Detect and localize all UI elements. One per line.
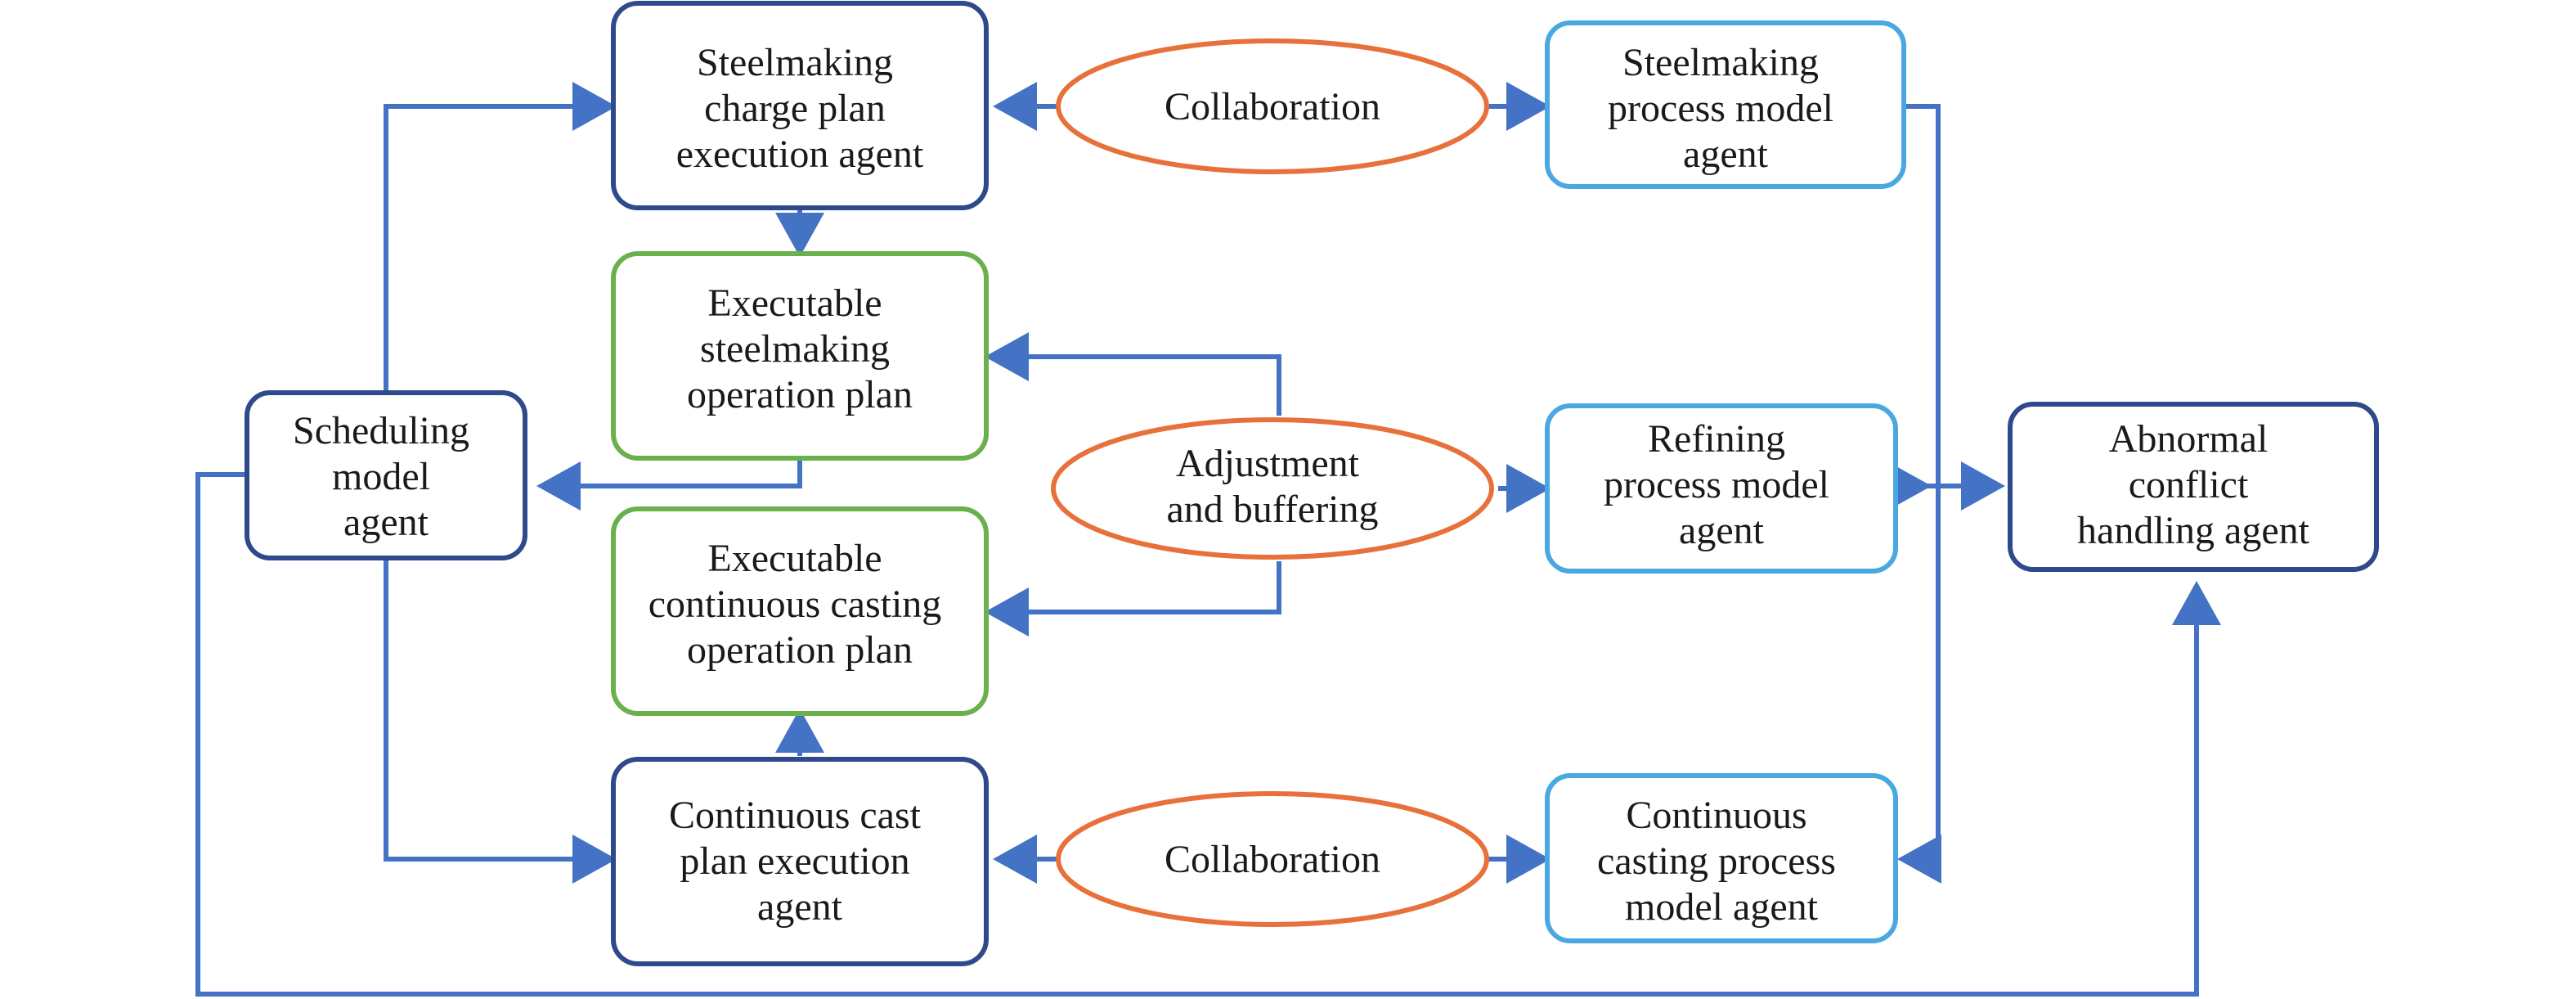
svg-text:Abnormal conflict: Abnormal conflict handling agent [2077, 417, 2310, 552]
node-label-line: conflict [2129, 463, 2249, 506]
node-label-line: casting process [1597, 839, 1836, 883]
svg-text:Refining process model: Refining process model agent [1604, 417, 1839, 552]
node-label-line: Continuous cast [669, 794, 922, 837]
node-collaboration-top: Collaboration [1056, 38, 1489, 174]
node-label-line: Refining [1648, 417, 1785, 461]
node-steelmaking-process-model-agent: Steelmaking process model agent [1545, 20, 1906, 189]
node-label-line: Collaboration [1165, 85, 1380, 128]
svg-text:Executable continuous: Executable continuous casting operation … [648, 537, 952, 672]
svg-text:Collaboration: Collaboration [1165, 838, 1380, 881]
svg-text:Executable steelmaking: Executable steelmaking operation plan [687, 281, 913, 416]
node-executable-continuous-casting-operation-plan: Executable continuous casting operation … [611, 506, 989, 716]
node-label-line: agent [1683, 133, 1769, 176]
svg-text:Adjustment and bufferi: Adjustment and buffering [1166, 442, 1378, 531]
svg-text:Continuous casting pro: Continuous casting process model agent [1597, 794, 1846, 929]
node-label-line: and buffering [1166, 488, 1378, 531]
node-label-line: Executable [707, 537, 882, 580]
arrow-scheduling-to-abnormal [195, 472, 2221, 997]
svg-text:Steelmaking charge pla: Steelmaking charge plan execution agent [676, 41, 924, 176]
connectors [195, 82, 2221, 997]
arrow-adjust-to-casting-op [985, 561, 1281, 637]
arrow-scheduling-to-cast-plan [384, 560, 617, 884]
svg-text:Collaboration: Collaboration [1165, 85, 1380, 128]
node-label-line: steelmaking [700, 327, 890, 371]
node-label-line: process model [1608, 87, 1833, 130]
node-label-line: charge plan [704, 87, 886, 130]
node-label-line: agent [757, 885, 843, 929]
arrow-op-plans-to-scheduling [536, 460, 802, 511]
node-label-line: Steelmaking [697, 41, 893, 84]
node-label-line: plan execution [680, 839, 909, 883]
node-label-line: continuous casting [648, 583, 942, 626]
node-refining-process-model-agent: Refining process model agent [1545, 403, 1898, 574]
node-label-line: agent [343, 501, 429, 544]
node-label-line: handling agent [2077, 509, 2310, 552]
arrow-adjust-to-steelmaking-op [985, 332, 1281, 416]
node-label-line: process model [1604, 463, 1829, 506]
node-steelmaking-charge-plan-execution-agent: Steelmaking charge plan execution agent [611, 1, 989, 210]
node-label-line: operation plan [687, 628, 913, 672]
node-executable-steelmaking-operation-plan: Executable steelmaking operation plan [611, 251, 989, 461]
arrow-scheduling-to-charge-plan [384, 82, 617, 391]
svg-text:Steelmaking process mo: Steelmaking process model agent [1608, 41, 1843, 176]
svg-text:Scheduling model: Scheduling model agent [293, 409, 479, 544]
arrow-steel-process-to-casting-process [1897, 104, 1941, 884]
node-abnormal-conflict-handling-agent: Abnormal conflict handling agent [2008, 402, 2379, 572]
node-label-line: Scheduling [293, 409, 469, 452]
node-adjustment-and-buffering: Adjustment and buffering [1051, 417, 1494, 560]
node-label-line: Adjustment [1176, 442, 1360, 485]
node-label-line: model [332, 455, 430, 498]
node-label-line: Continuous [1626, 794, 1806, 837]
node-scheduling-model-agent: Scheduling model agent [245, 390, 527, 560]
node-continuous-casting-process-model-agent: Continuous casting process model agent [1545, 773, 1898, 943]
node-label-line: Executable [707, 281, 882, 325]
node-label-line: Steelmaking [1622, 41, 1819, 84]
node-label-line: execution agent [676, 133, 924, 176]
nodes: Steelmaking charge plan execution agent … [245, 1, 2379, 966]
node-label-line: Abnormal [2109, 417, 2269, 461]
node-label-line: operation plan [687, 373, 913, 416]
node-label-line: Collaboration [1165, 838, 1380, 881]
node-continuous-cast-plan-execution-agent: Continuous cast plan execution agent [611, 757, 989, 966]
node-collaboration-bottom: Collaboration [1056, 791, 1489, 927]
node-label-line: model agent [1625, 885, 1819, 929]
node-label-line: agent [1679, 509, 1765, 552]
svg-text:Continuous cast plan e: Continuous cast plan execution agent [669, 794, 931, 929]
